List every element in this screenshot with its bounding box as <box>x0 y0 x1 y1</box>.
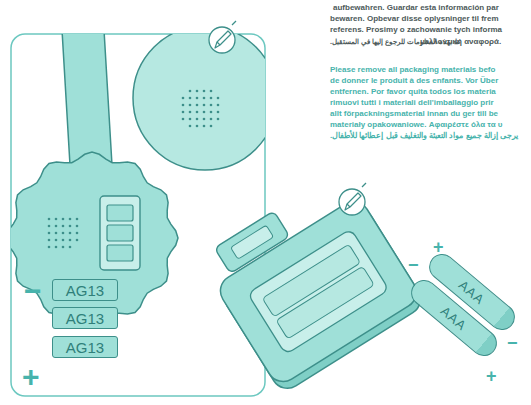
handle <box>62 34 112 165</box>
device-body <box>11 152 178 324</box>
safety-text: entfernen. Por favor quita todos los mat… <box>330 88 496 96</box>
battery-type: AG13 <box>66 282 104 299</box>
safety-text: allt förpackningsmaterial innan du ger t… <box>330 110 498 118</box>
polarity-sign: + <box>22 362 40 392</box>
polarity-sign: − <box>24 276 42 306</box>
safety-text: rimuovi tutti i materiali dell'imballagg… <box>330 99 494 107</box>
battery-type: AG13 <box>66 339 104 356</box>
polarity-sign: − <box>507 334 518 352</box>
safety-text: يرجى إزالة جميع مواد التعبئة والتغليف قب… <box>330 132 518 140</box>
button-cell: AG13 <box>52 336 118 358</box>
polarity-sign: − <box>408 256 419 274</box>
button-cell: AG13 <box>52 307 118 329</box>
safety-text: Please remove all packaging materials be… <box>330 66 495 74</box>
battery-type: AAA <box>456 277 488 307</box>
screwdriver-icon <box>339 183 366 215</box>
battery-type: AAA <box>438 303 470 333</box>
screwdriver-icon <box>209 21 236 53</box>
safety-text: ظ بهذه المعلومات للرجوع إليها في المستقب… <box>330 38 460 45</box>
battery-type: AG13 <box>66 310 104 327</box>
safety-text: bewaren. Opbevar disse oplysninger til f… <box>330 15 499 23</box>
polarity-sign: + <box>486 367 497 385</box>
safety-text: de donner le produit à des enfants. Vor … <box>330 77 498 85</box>
battery-box <box>197 169 426 395</box>
polarity-sign: + <box>433 238 444 256</box>
safety-text: aufbewahren. Guardar esta información pa… <box>333 4 499 12</box>
battery-lid <box>133 34 265 170</box>
button-cell: AG13 <box>52 279 118 301</box>
safety-text: referens. Prosimy o zachowanie tych info… <box>330 26 502 34</box>
safety-text: materiały opakowaniowe. Αφαιρέστε όλα τα… <box>330 121 502 129</box>
battery-compartment <box>100 196 140 270</box>
